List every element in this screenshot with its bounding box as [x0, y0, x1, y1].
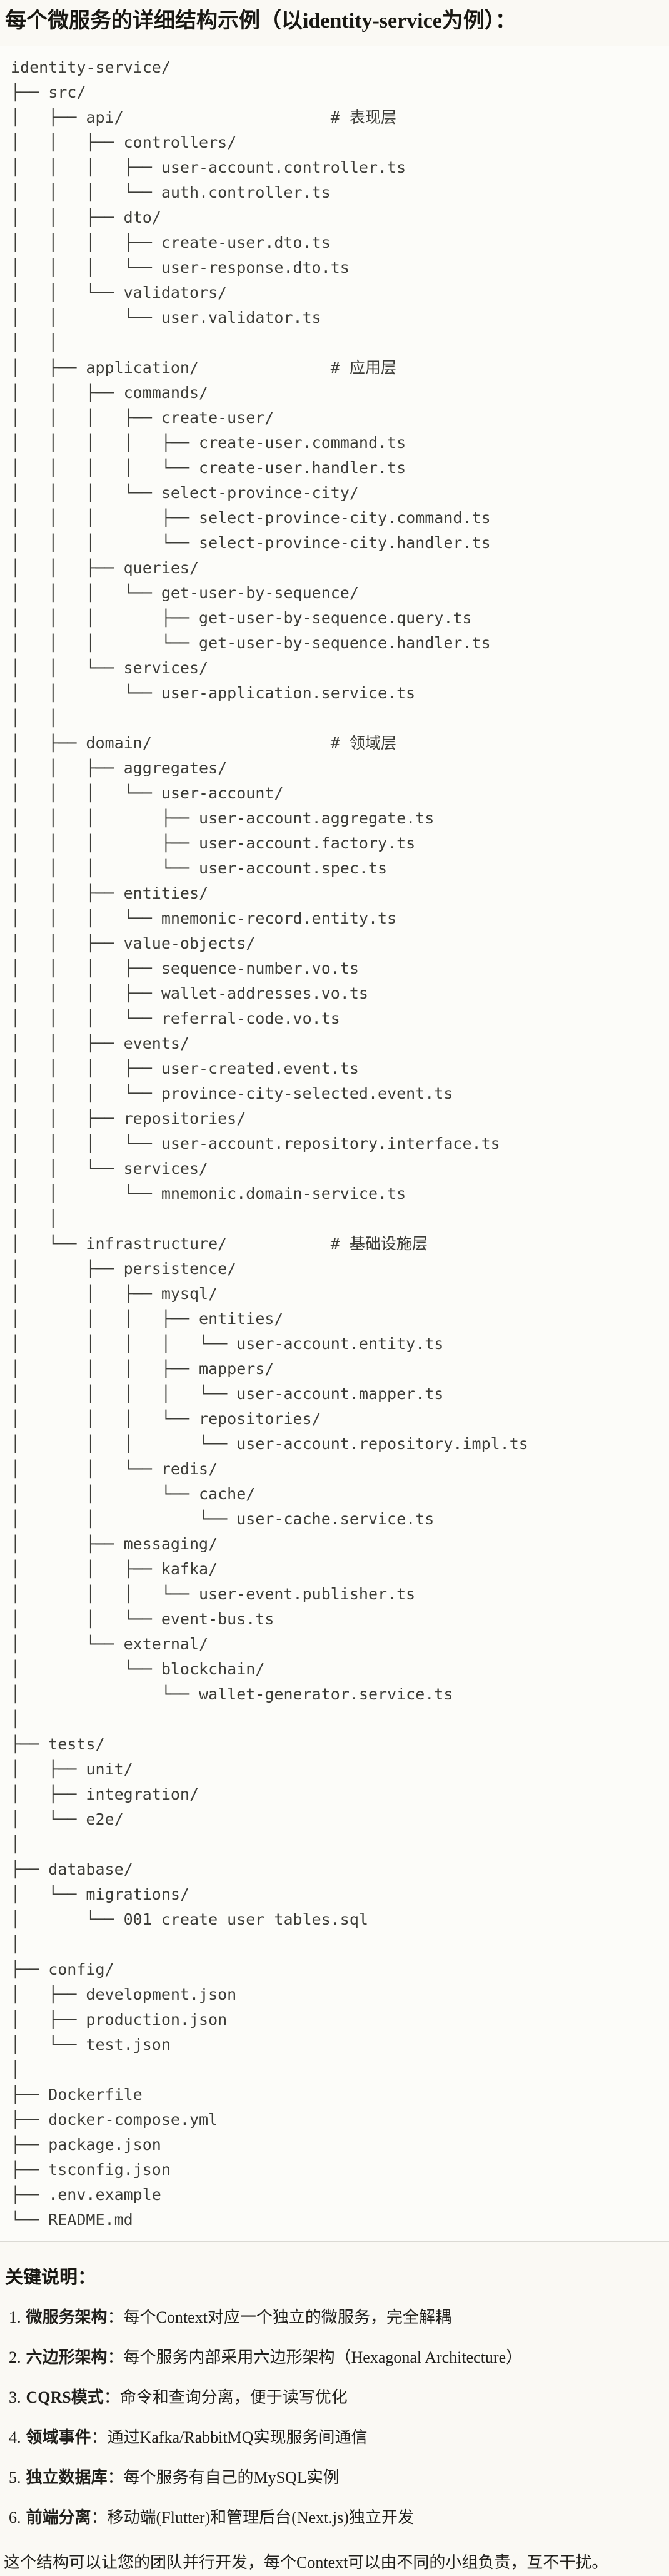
note-text: ：每个Context对应一个独立的微服务，完全解耦 — [107, 2308, 451, 2327]
notes-heading: 关键说明： — [5, 2267, 96, 2288]
note-item: 6. 前端分离：移动端(Flutter)和管理后台(Next.js)独立开发 — [9, 2507, 665, 2528]
page-title: 每个微服务的详细结构示例（以identity-service为例）： — [5, 9, 516, 33]
note-number: 2. — [9, 2348, 21, 2367]
notes-list: 1. 微服务架构：每个Context对应一个独立的微服务，完全解耦 2. 六边形架构… — [4, 2307, 665, 2528]
note-number: 6. — [9, 2508, 21, 2527]
note-text: ：移动端(Flutter)和管理后台(Next.js)独立开发 — [91, 2508, 414, 2527]
note-text: ：每个服务内部采用六边形架构（Hexagonal Architecture） — [107, 2348, 523, 2367]
directory-tree: identity-service/ ├── src/ │ ├── api/ # … — [11, 58, 528, 2229]
note-number: 4. — [9, 2428, 21, 2447]
note-item: 1. 微服务架构：每个Context对应一个独立的微服务，完全解耦 — [9, 2307, 665, 2328]
note-item: 3. CQRS模式：命令和查询分离，便于读写优化 — [9, 2387, 665, 2408]
note-label: 六边形架构 — [26, 2348, 108, 2367]
note-item: 2. 六边形架构：每个服务内部采用六边形架构（Hexagonal Architec… — [9, 2347, 665, 2368]
closing-paragraph: 这个结构可以让您的团队并行开发，每个Context可以由不同的小组负责，互不干扰… — [4, 2553, 608, 2572]
code-block: identity-service/ ├── src/ │ ├── api/ # … — [0, 45, 669, 2242]
note-label: 微服务架构 — [26, 2308, 108, 2327]
note-text: ：通过Kafka/RabbitMQ实现服务间通信 — [91, 2428, 368, 2447]
note-number: 1. — [9, 2308, 21, 2327]
note-label: 领域事件 — [26, 2428, 91, 2447]
note-label: CQRS模式 — [26, 2388, 104, 2407]
note-label: 前端分离 — [26, 2508, 91, 2527]
note-text: ：命令和查询分离，便于读写优化 — [103, 2388, 348, 2407]
note-item: 4. 领域事件：通过Kafka/RabbitMQ实现服务间通信 — [9, 2427, 665, 2448]
note-number: 3. — [9, 2388, 21, 2407]
note-text: ：每个服务有自己的MySQL实例 — [107, 2468, 340, 2487]
note-item: 5. 独立数据库：每个服务有自己的MySQL实例 — [9, 2467, 665, 2488]
note-label: 独立数据库 — [26, 2468, 108, 2487]
note-number: 5. — [9, 2468, 21, 2487]
